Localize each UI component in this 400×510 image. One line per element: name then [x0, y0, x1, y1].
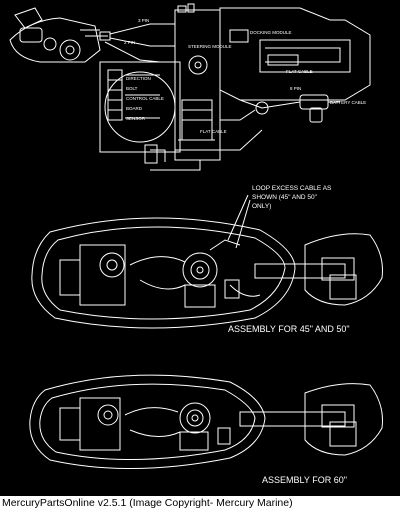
label-tab-bolt: BOLT: [126, 86, 138, 91]
steering-module: [174, 3, 221, 161]
label-2-pin: 2 PIN: [124, 40, 135, 45]
loop-note-line-3: ONLY): [252, 203, 271, 210]
tiller-60: [304, 383, 383, 456]
label-battery-cable: BATTERY CABLE: [330, 100, 366, 105]
label-tab-sensor: SENSOR: [126, 116, 146, 121]
loop-note-line-1: LOOP EXCESS CABLE AS: [252, 185, 332, 192]
loop-note-line-2: SHOWN (45" AND 50": [252, 194, 318, 201]
label-8-pin: 8 PIN: [290, 86, 301, 91]
label-flat-cable-2: FLAT CABLE: [200, 129, 227, 134]
label-3-pin: 3 PIN: [138, 18, 149, 23]
control-board: [99, 61, 181, 153]
housing-45-50: [31, 217, 296, 329]
label-tab-board: BOARD: [126, 106, 143, 111]
battery-cable-connector: [239, 94, 340, 123]
motor-assembly-illustration: [9, 7, 111, 63]
copyright-footer: MercuryPartsOnline v2.5.1 (Image Copyrig…: [2, 497, 293, 509]
docking-module: [219, 7, 371, 101]
label-tab-direction: DIRECTION: [126, 76, 151, 81]
tiller-45-50: [304, 233, 383, 306]
assembly-45-50-caption: ASSEMBLY FOR 45" AND 50": [228, 324, 350, 334]
label-docking-module: DOCKING MODULE: [250, 30, 292, 35]
label-flat-cable: FLAT CABLE: [286, 69, 313, 74]
motor-60: [59, 397, 231, 451]
motor-45-50: [59, 239, 261, 308]
housing-60: [29, 374, 266, 469]
parts-diagram: 3 PIN 2 PIN STEERING MODULE DOCKING MODU…: [0, 0, 400, 496]
assembly-60-caption: ASSEMBLY FOR 60": [262, 475, 347, 485]
label-steering-module: STEERING MODULE: [188, 44, 232, 49]
diagram-svg: 3 PIN 2 PIN STEERING MODULE DOCKING MODU…: [9, 3, 383, 485]
label-tab-control-cable: CONTROL CABLE: [126, 96, 164, 101]
